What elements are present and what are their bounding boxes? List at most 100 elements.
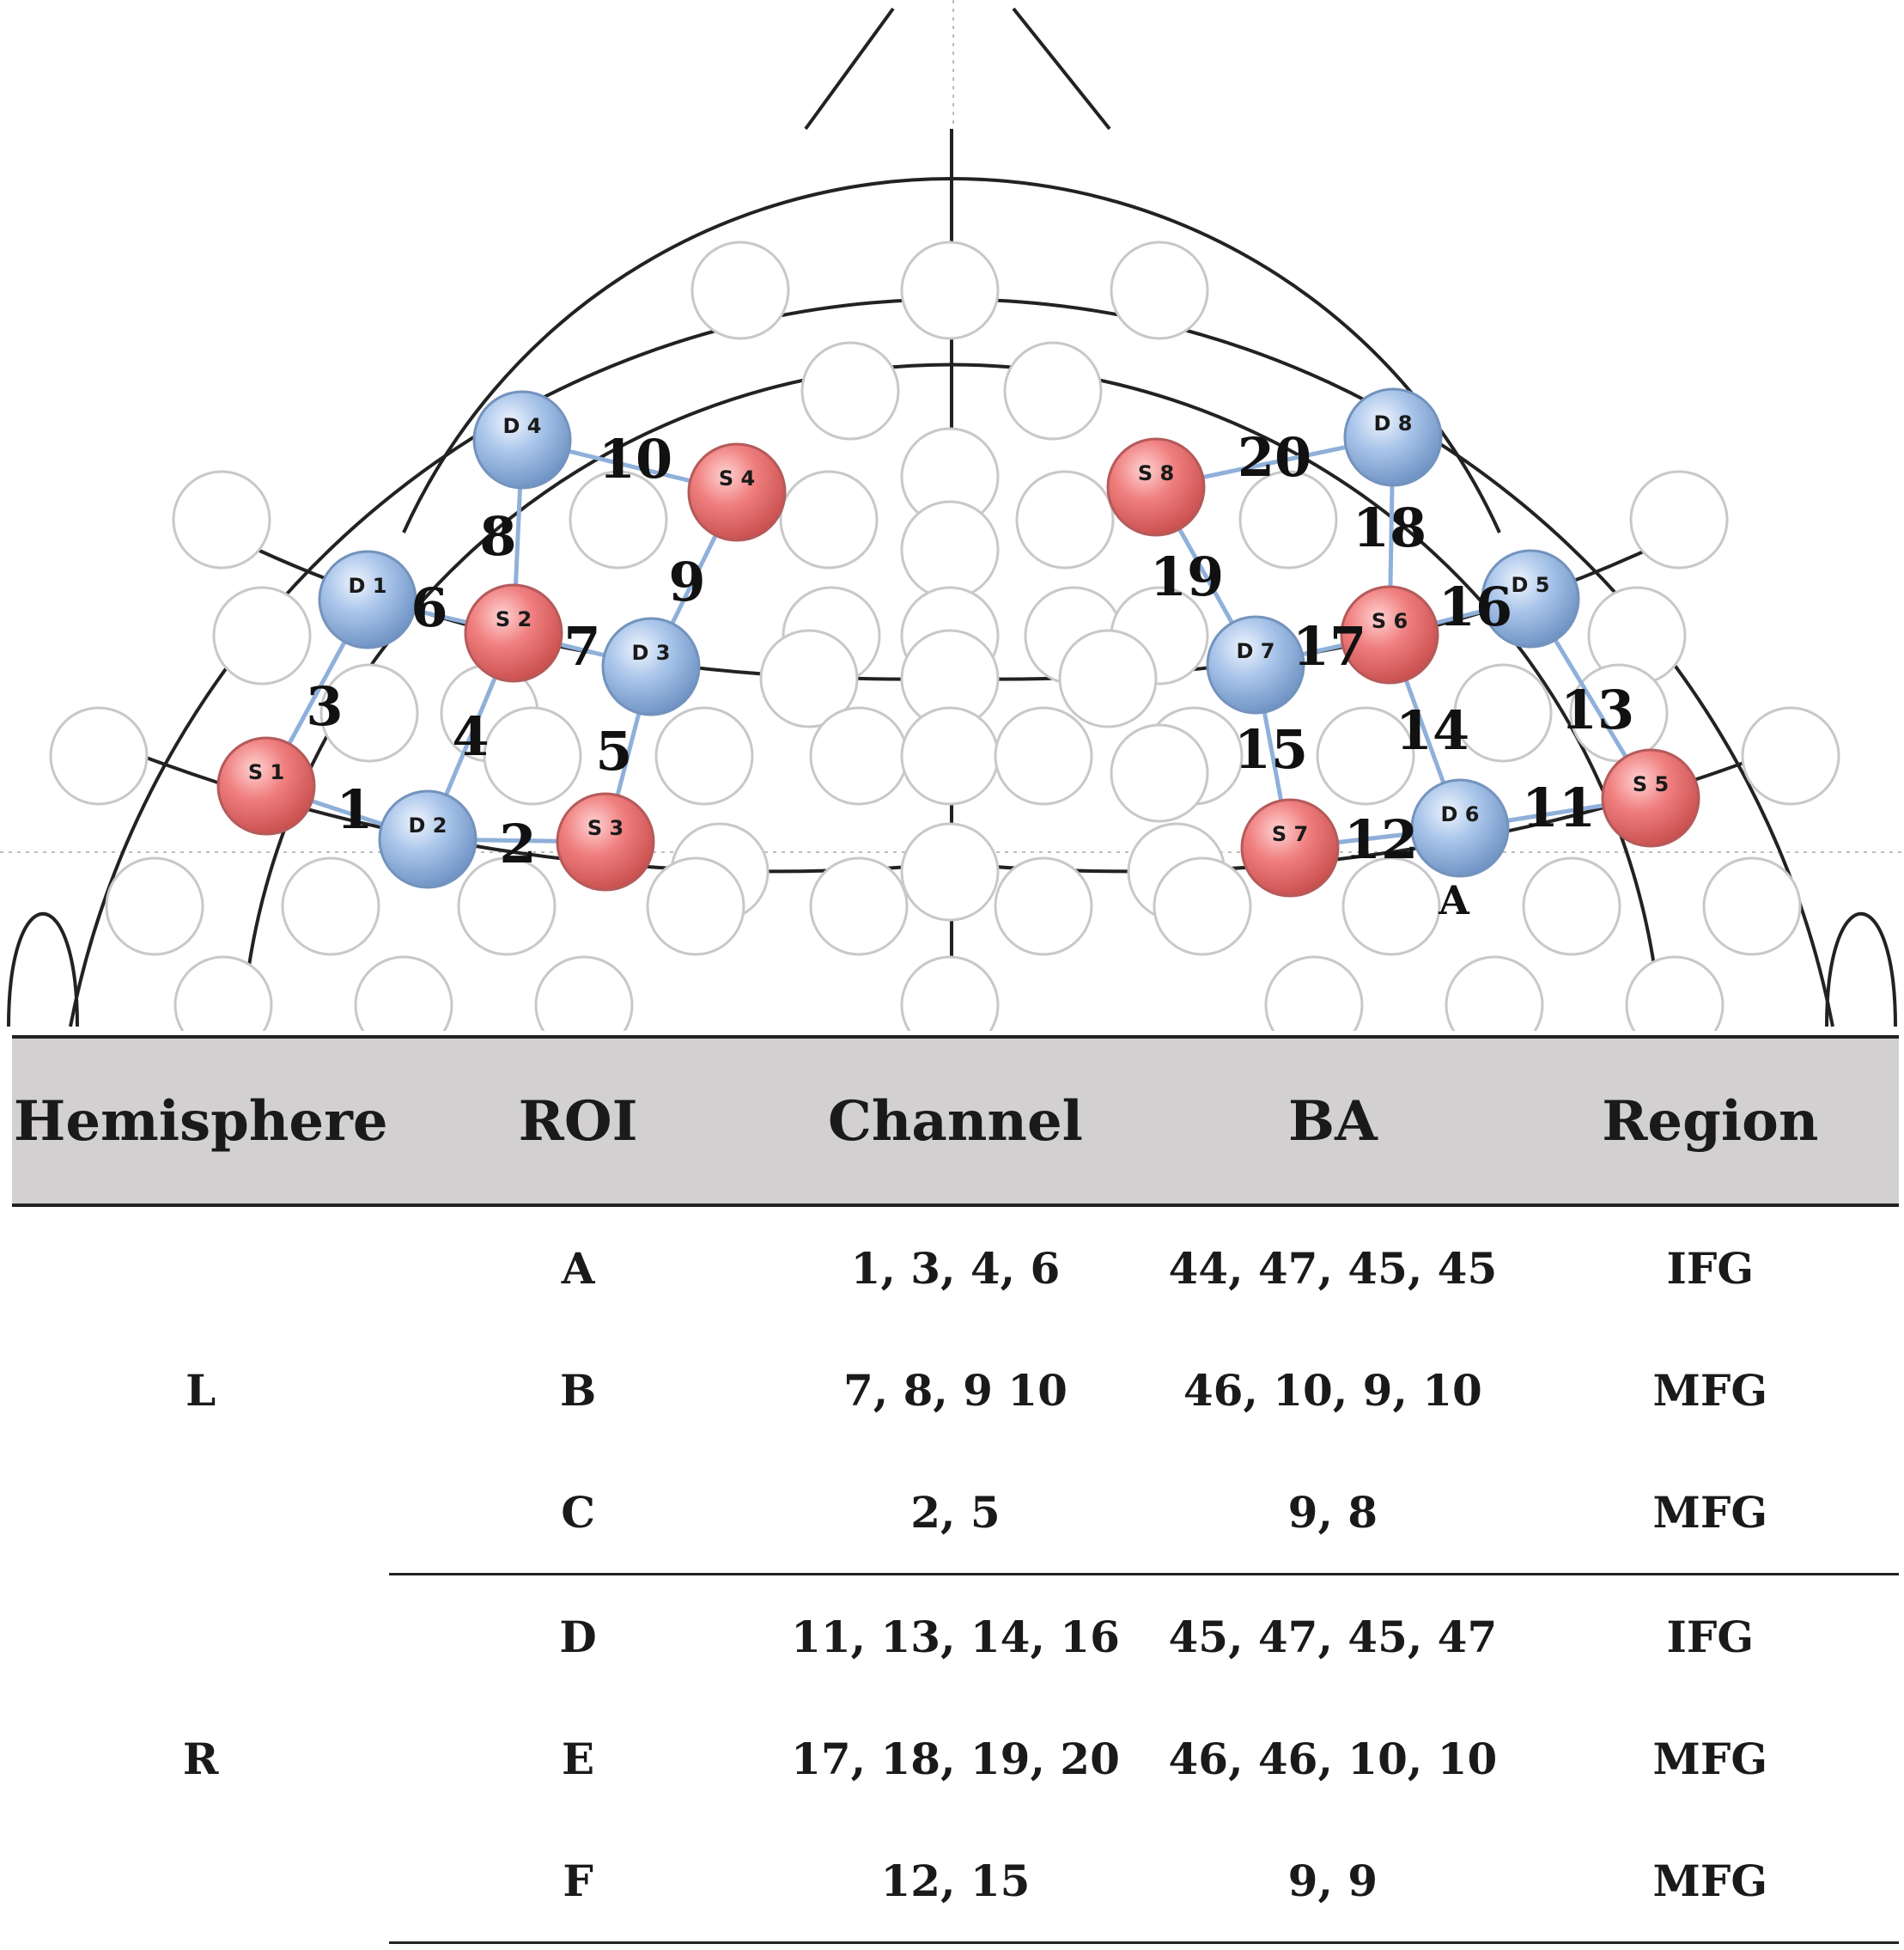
header-roi: ROI	[389, 1035, 767, 1207]
node-circle	[1601, 748, 1700, 848]
source-node-s2: S 2	[464, 583, 563, 683]
empty-position	[994, 706, 1093, 806]
empty-position	[172, 470, 271, 570]
header-channel: Channel	[766, 1035, 1145, 1207]
empty-position	[900, 955, 1000, 1031]
source-node-s4: S 4	[687, 442, 787, 542]
empty-position	[1316, 706, 1415, 806]
header-hemisphere: Hemisphere	[12, 1035, 390, 1207]
nose-right	[1012, 7, 1111, 131]
node-circle	[687, 442, 787, 542]
node-circle	[472, 390, 572, 490]
node-label: S 2	[496, 607, 532, 631]
empty-position	[654, 706, 754, 806]
channel-cell: 17, 18, 19, 20	[791, 1733, 1120, 1784]
channel-number-6: 6	[411, 576, 447, 639]
channel-number-7: 7	[563, 615, 600, 678]
header-region: Region	[1521, 1035, 1899, 1207]
channel-number-2: 2	[499, 813, 536, 875]
node-label: D 4	[503, 414, 542, 438]
source-node-s8: S 8	[1106, 437, 1206, 537]
detector-node-d6: D 6	[1410, 778, 1510, 878]
fnirs-montage-diagram: S 1 S 2 S 3 S 4 S 5 S 6 S 7 S 8 D 1 D 2 D 3 D 4 D 5 D…	[0, 0, 1904, 1031]
ba-cell: 45, 47, 45, 47	[1168, 1611, 1498, 1662]
region-cell: IFG	[1666, 1242, 1755, 1294]
channel-number-10: 10	[599, 428, 672, 491]
ba-cell: 44, 47, 45, 45	[1168, 1242, 1498, 1294]
channel-number-8: 8	[479, 505, 516, 568]
table-row: B 7, 8, 9 10 46, 10, 9, 10 MFG	[12, 1329, 1899, 1451]
empty-position	[49, 706, 149, 806]
node-label: D 5	[1512, 573, 1550, 597]
node-label: S 5	[1633, 772, 1669, 796]
node-circle	[1410, 778, 1510, 878]
ba-cell: 9, 9	[1144, 1819, 1522, 1944]
channel-cell: 7, 8, 9 10	[843, 1364, 1068, 1416]
empty-position	[1445, 955, 1544, 1031]
channel-number-1: 1	[336, 778, 373, 841]
node-label: D 7	[1237, 639, 1275, 663]
header-ba: BA	[1144, 1035, 1522, 1207]
empty-position	[900, 241, 1000, 340]
empty-position	[319, 663, 419, 763]
empty-position	[1110, 723, 1209, 823]
empty-position	[281, 856, 380, 956]
source-node-s1: S 1	[216, 736, 316, 836]
node-circle	[464, 583, 563, 683]
empty-position	[534, 955, 634, 1031]
region-cell: MFG	[1521, 1819, 1899, 1944]
hemisphere-cell: L	[186, 1365, 216, 1417]
empty-position	[690, 241, 790, 340]
empty-positions	[49, 241, 1840, 1031]
node-label: S 7	[1272, 822, 1308, 846]
roi-cell: D	[559, 1611, 597, 1662]
optode-nodes: S 1 S 2 S 3 S 4 S 5 S 6 S 7 S 8 D 1 D 2 D 3 D 4 D 5 D…	[216, 387, 1700, 898]
detector-node-d3: D 3	[601, 617, 701, 716]
empty-position	[1625, 955, 1725, 1031]
empty-position	[1058, 629, 1158, 728]
empty-position	[1453, 663, 1553, 763]
source-node-s3: S 3	[556, 792, 655, 892]
region-cell: MFG	[1652, 1733, 1768, 1784]
table-header-row: Hemisphere ROI Channel BA Region	[12, 1035, 1899, 1207]
node-label: S 4	[719, 466, 755, 491]
detector-node-d1: D 1	[318, 550, 417, 649]
source-node-s6: S 6	[1340, 585, 1439, 685]
ba-cell: 46, 46, 10, 10	[1168, 1733, 1498, 1784]
empty-position	[212, 586, 312, 686]
channel-cell: 11, 13, 14, 16	[791, 1611, 1120, 1662]
ear-left	[7, 912, 79, 1027]
roi-cell: A	[561, 1242, 595, 1294]
table-row: E 17, 18, 19, 20 46, 46, 10, 10 MFG	[12, 1697, 1899, 1819]
empty-position	[1629, 470, 1729, 570]
empty-position	[1110, 241, 1209, 340]
roi-table-container: Hemisphere ROI Channel BA Region L A 1, …	[12, 1035, 1899, 1944]
node-circle	[1481, 549, 1580, 649]
detector-node-d5: D 5	[1481, 549, 1580, 649]
node-circle	[1343, 387, 1443, 487]
table-header: Hemisphere ROI Channel BA Region	[12, 1035, 1899, 1207]
node-circle	[1340, 585, 1439, 685]
node-circle	[601, 617, 701, 716]
node-label: S 3	[587, 816, 624, 840]
ba-cell: 9, 8	[1144, 1451, 1522, 1575]
channel-number-12: 12	[1344, 808, 1418, 871]
node-circle	[378, 789, 478, 889]
empty-position	[759, 629, 859, 728]
empty-position	[457, 856, 557, 956]
detector-node-d4: D 4	[472, 390, 572, 490]
empty-position	[483, 706, 582, 806]
table-row: F 12, 15 9, 9 MFG	[12, 1819, 1899, 1944]
empty-position	[354, 955, 453, 1031]
channel-cell: 2, 5	[766, 1451, 1145, 1575]
detector-node-d2: D 2	[378, 789, 478, 889]
empty-position	[1015, 470, 1115, 570]
empty-position	[800, 341, 900, 441]
channel-number-19: 19	[1150, 545, 1224, 608]
roi-cell: F	[389, 1819, 767, 1944]
empty-position	[779, 470, 879, 570]
empty-position	[900, 500, 1000, 600]
region-cell: MFG	[1652, 1364, 1768, 1416]
hemisphere-cell: R	[182, 1733, 219, 1784]
